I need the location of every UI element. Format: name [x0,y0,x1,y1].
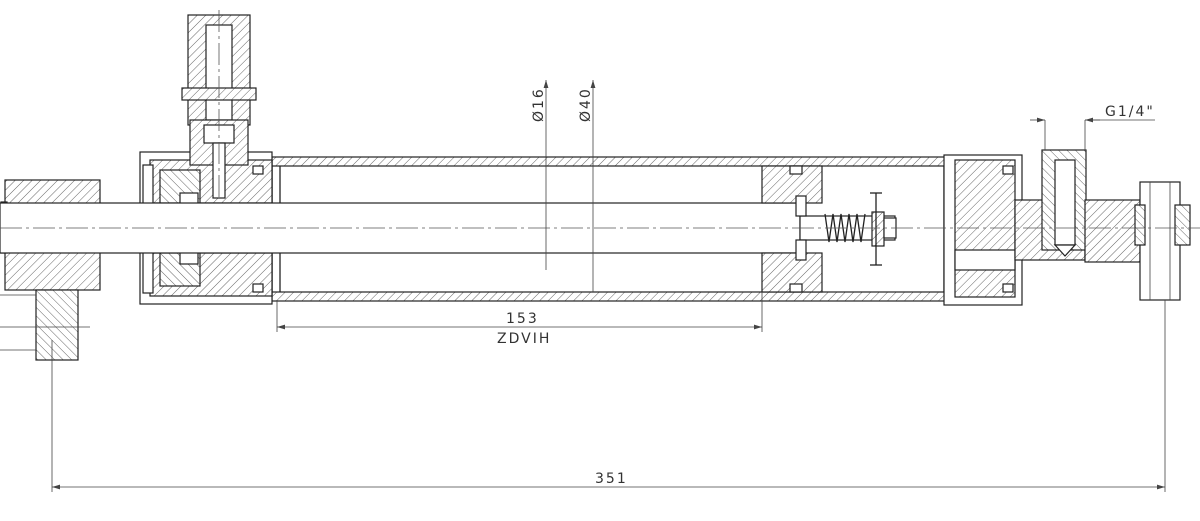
stop-nut [870,192,897,266]
right-end-cap [943,149,1191,306]
piston [761,165,823,293]
stroke-label: ZDVIH [497,331,551,347]
port-thread-label: G1/4" [1105,104,1155,120]
overall-length-dimension: 351 [51,300,1166,492]
stroke-dimension: 153 ZDVIH [276,292,763,347]
spring [824,213,866,243]
bore-diameter-label: Ø40 [578,87,594,122]
bore-diameter-dimension: Ø40 [578,80,596,292]
overall-length-label: 351 [595,471,628,487]
rod-diameter-label: Ø16 [531,87,547,122]
left-end-cap [139,151,273,305]
port-thread-dimension: G1/4" [1030,104,1155,150]
rod-diameter-dimension: Ø16 [531,80,549,270]
stroke-length-label: 153 [506,311,539,327]
top-valve [181,10,257,200]
